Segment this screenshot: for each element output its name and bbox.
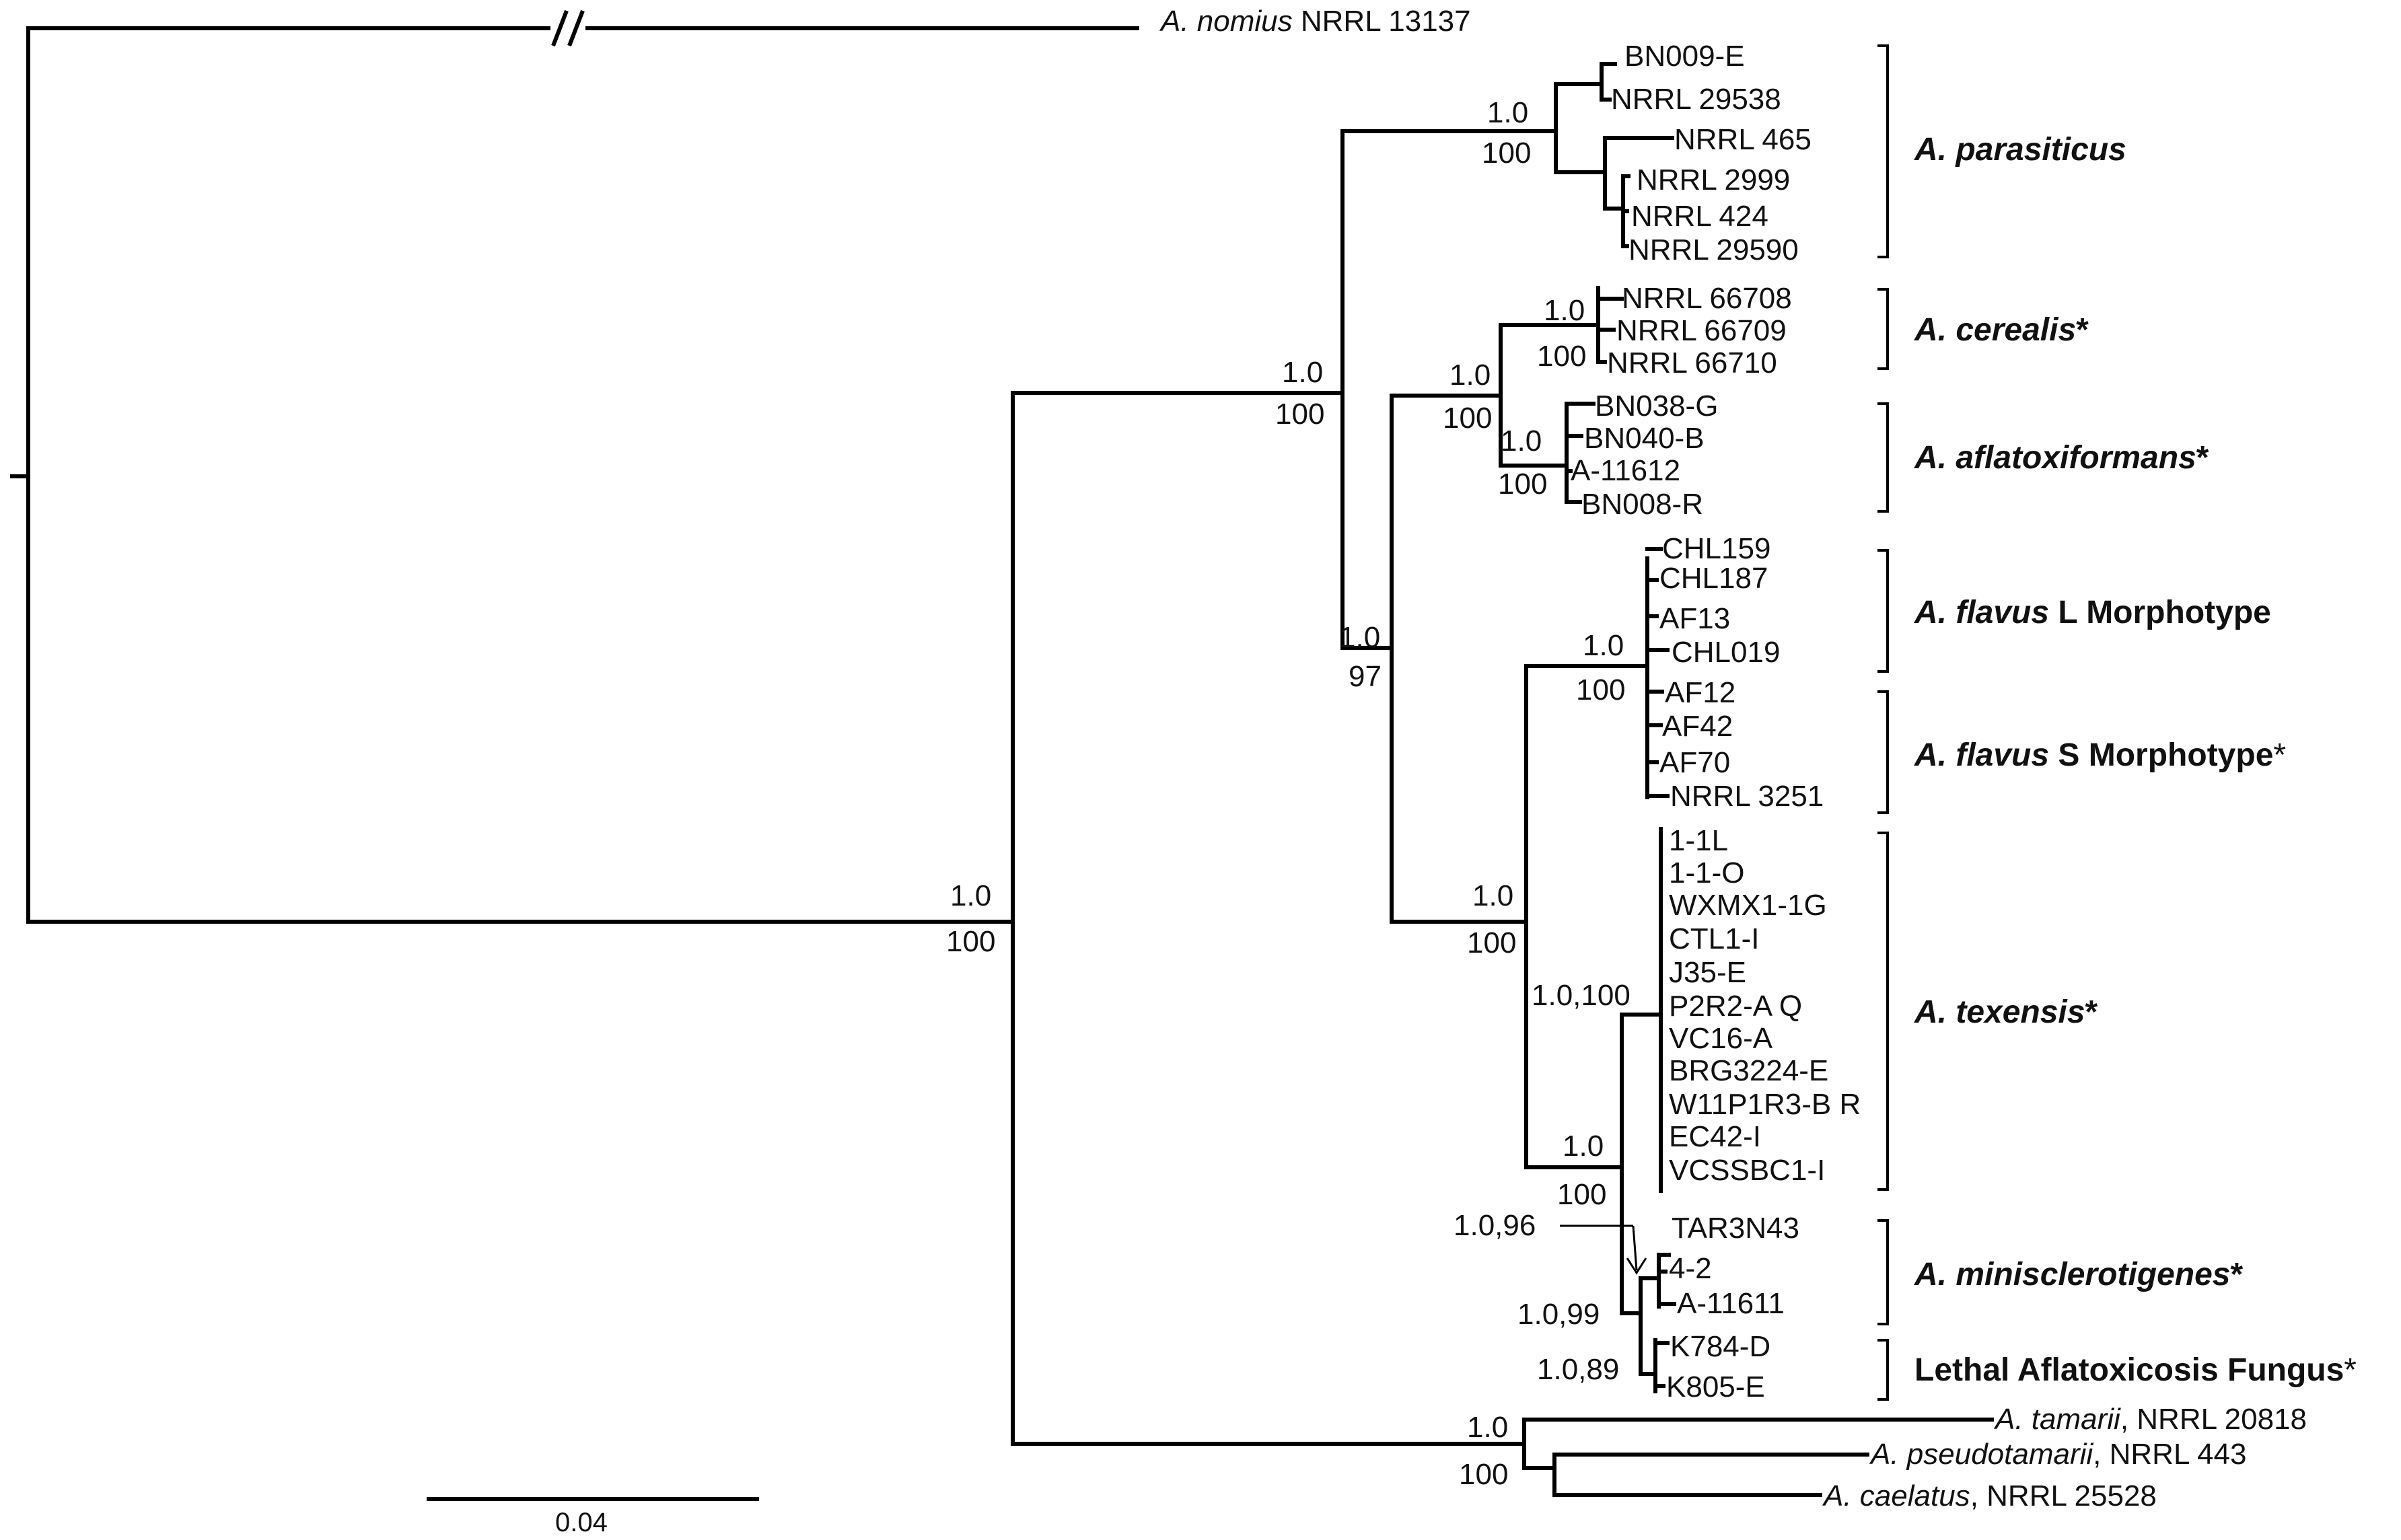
taxon-label: CHL019 — [1672, 636, 1780, 669]
clade-bracket — [1877, 1339, 1889, 1401]
support-bs: 100 — [1482, 137, 1531, 170]
taxon-label: TAR3N43 — [1672, 1212, 1799, 1245]
taxon-label: A-11611 — [1677, 1287, 1785, 1320]
taxon-labels: A. nomius NRRL 13137 BN009-E NRRL 29538 … — [1159, 5, 2307, 1512]
support-pp: 1.0 — [1449, 359, 1491, 392]
clade-bracket — [1877, 690, 1889, 814]
clade-label-flavus-l: A. flavus L Morphotype — [1914, 595, 2271, 630]
taxon-label-nomius: A. nomius NRRL 13137 — [1159, 5, 1471, 38]
support-combined: 1.0,100 — [1532, 979, 1630, 1012]
taxon-label: NRRL 424 — [1631, 200, 1768, 233]
taxon-label: NRRL 465 — [1674, 123, 1812, 156]
support-bs: 97 — [1349, 660, 1382, 693]
support-bs: 100 — [1576, 673, 1625, 706]
clade-label-aflatoxiformans: A. aflatoxiformans* — [1914, 440, 2209, 476]
support-pp: 1.0 — [1467, 1411, 1508, 1444]
taxon-label: AF12 — [1665, 676, 1735, 709]
taxon-label: J35-E — [1669, 956, 1746, 989]
clade-brackets: A. parasiticus A. cerealis* A. aflatoxif… — [1877, 44, 2357, 1401]
taxon-label-pseudotamarii: A. pseudotamarii, NRRL 443 — [1869, 1438, 2246, 1471]
taxon-label: BRG3224-E — [1669, 1054, 1828, 1087]
clade-bracket — [1877, 549, 1889, 673]
support-combined: 1.0,89 — [1537, 1353, 1619, 1386]
support-pp: 1.0 — [1339, 621, 1380, 654]
clade-label-minisclerotigenes: A. minisclerotigenes* — [1914, 1257, 2243, 1292]
support-bs: 100 — [946, 925, 995, 958]
clade-bracket — [1877, 44, 1889, 258]
support-values: 1.0 100 1.0 100 1.0 100 1.0 100 1.0 100 … — [946, 96, 1630, 1491]
support-combined: 1.0,99 — [1517, 1298, 1600, 1331]
support-bs: 100 — [1557, 1178, 1606, 1211]
taxon-label: NRRL 66710 — [1607, 346, 1777, 379]
taxon-label: AF70 — [1659, 746, 1730, 779]
taxon-label: NRRL 3251 — [1670, 780, 1824, 813]
tree-branches — [10, 9, 1994, 1497]
clade-label-flavus-s: A. flavus S Morphotype* — [1914, 737, 2286, 773]
taxon-label: CHL187 — [1659, 562, 1768, 595]
support-pp: 1.0 — [950, 879, 991, 912]
support-bs: 100 — [1459, 1458, 1508, 1491]
taxon-label: BN040-B — [1584, 422, 1705, 455]
scale-bar-label: 0.04 — [555, 1508, 608, 1537]
support-pp: 1.0 — [1583, 629, 1624, 662]
taxon-label: P2R2-A Q — [1669, 990, 1802, 1023]
taxon-label: NRRL 66708 — [1622, 282, 1792, 315]
clade-bracket — [1877, 832, 1889, 1191]
taxon-label-caelatus: A. caelatus, NRRL 25528 — [1822, 1479, 2157, 1512]
taxon-label-tamarii: A. tamarii, NRRL 20818 — [1993, 1403, 2307, 1436]
support-bs: 100 — [1467, 926, 1516, 959]
clade-bracket — [1877, 402, 1889, 513]
clade-label-texensis: A. texensis* — [1914, 994, 2098, 1030]
support-bs: 100 — [1537, 340, 1586, 373]
support-bs: 100 — [1443, 402, 1492, 435]
taxon-label: CHL159 — [1662, 532, 1770, 565]
support-pp: 1.0 — [1501, 425, 1542, 457]
support-pp: 1.0 — [1487, 96, 1528, 129]
scale-bar: 0.04 — [427, 1497, 759, 1537]
clade-label-laf: Lethal Aflatoxicosis Fungus* — [1914, 1352, 2357, 1388]
taxon-label: 1-1-O — [1669, 856, 1744, 889]
support-pp: 1.0 — [1472, 879, 1513, 912]
taxon-label: WXMX1-1G — [1669, 889, 1827, 922]
taxon-label: BN008-R — [1581, 488, 1703, 521]
support-pp: 1.0 — [1544, 294, 1585, 327]
taxon-label: K784-D — [1670, 1330, 1770, 1363]
taxon-label: VCSSBC1-I — [1669, 1154, 1825, 1187]
branch-break-mark — [550, 9, 585, 47]
clade-label-parasiticus: A. parasiticus — [1914, 132, 2126, 168]
taxon-label: BN009-E — [1624, 40, 1745, 73]
taxon-label: A-11612 — [1571, 454, 1680, 487]
taxon-label: 1-1L — [1669, 824, 1728, 857]
support-combined: 1.0,96 — [1454, 1209, 1536, 1242]
taxon-label: VC16-A — [1669, 1022, 1773, 1055]
clade-bracket — [1877, 288, 1889, 370]
taxon-label: NRRL 2999 — [1637, 163, 1790, 196]
support-pp: 1.0 — [1563, 1130, 1604, 1163]
taxon-label: EC42-I — [1669, 1120, 1761, 1153]
taxon-label: AF13 — [1659, 602, 1730, 635]
taxon-label: BN038-G — [1595, 390, 1718, 423]
taxon-label: NRRL 29538 — [1611, 83, 1781, 116]
taxon-label: K805-E — [1666, 1370, 1765, 1403]
taxon-label: NRRL 29590 — [1628, 233, 1799, 266]
taxon-label: NRRL 66709 — [1616, 314, 1787, 347]
taxon-label: AF42 — [1662, 710, 1733, 743]
clade-bracket — [1877, 1219, 1889, 1325]
support-bs: 100 — [1498, 468, 1547, 501]
support-bs: 100 — [1275, 398, 1324, 431]
taxon-label: W11P1R3-B R — [1669, 1088, 1861, 1121]
support-arrow — [1560, 1224, 1647, 1275]
clade-label-cerealis: A. cerealis* — [1914, 312, 2089, 348]
support-pp: 1.0 — [1282, 356, 1323, 389]
taxon-label: CTL1-I — [1669, 922, 1759, 955]
taxon-label: 4-2 — [1669, 1252, 1712, 1285]
